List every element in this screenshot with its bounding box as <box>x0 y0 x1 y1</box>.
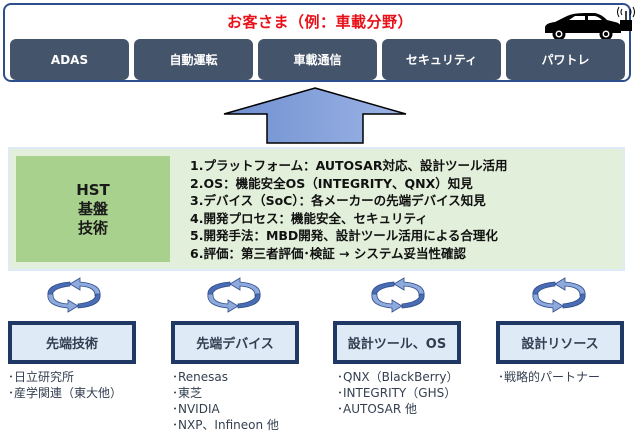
up-arrow-icon <box>223 87 407 144</box>
circular-arrows-icon <box>532 277 586 313</box>
domain-button-vehicle-communication[interactable]: 車載通信 <box>258 39 377 80</box>
circular-arrows-icon <box>207 277 261 313</box>
resource-item: ･産学関連（東大他） <box>8 386 123 400</box>
resource-box-advanced-devices: 先端デバイス <box>171 321 299 364</box>
hst-item: 1.プラットフォーム：AUTOSAR対応、設計ツール活用 <box>190 158 508 173</box>
hst-item: 2.OS：機能安全OS（INTEGRITY、QNX）知見 <box>190 175 473 191</box>
hst-label-line: 技術 <box>77 218 108 237</box>
circular-arrows-icon <box>47 277 101 313</box>
resource-item: ･INTEGRITY（GHS） <box>337 386 457 400</box>
car-with-antenna-icon <box>545 6 635 41</box>
domain-label: ADAS <box>50 52 89 67</box>
resource-item: ･東芝 <box>172 386 203 400</box>
domain-button-adas[interactable]: ADAS <box>10 39 129 80</box>
customer-title: お客さま（例：車載分野） <box>226 13 413 31</box>
resource-title: 設計リソース <box>521 337 599 352</box>
domain-label: 自動運転 <box>169 53 218 67</box>
domain-label: セキュリティ <box>405 53 478 67</box>
hst-item: 5.開発手法：MBD開発、設計ツール活用による合理化 <box>190 228 498 243</box>
resource-item: ･日立研究所 <box>8 370 75 384</box>
resource-item: ･AUTOSAR 他 <box>337 402 417 416</box>
domain-label: 車載通信 <box>293 53 342 67</box>
resource-list-design-resources: ･戦略的パートナー <box>498 369 600 385</box>
resource-box-design-resources: 設計リソース <box>496 321 624 364</box>
resource-list-advanced-technology: ･日立研究所 ･産学関連（東大他） <box>8 369 122 401</box>
hst-capability-list: 1.プラットフォーム：AUTOSAR対応、設計ツール活用 2.OS：機能安全OS… <box>190 157 507 262</box>
domain-button-powertrain[interactable]: パワトレ <box>506 39 625 80</box>
domain-button-autonomous-driving[interactable]: 自動運転 <box>134 39 253 80</box>
resource-item: ･NXP、Infineon 他 <box>172 418 279 432</box>
resource-item: ･戦略的パートナー <box>498 370 601 384</box>
resource-list-advanced-devices: ･Renesas ･東芝 ･NVIDIA ･NXP、Infineon 他 <box>172 369 279 433</box>
resource-list-design-tools-os: ･QNX（BlackBerry） ･INTEGRITY（GHS） ･AUTOSA… <box>337 369 458 417</box>
resource-box-design-tools-os: 設計ツール、OS <box>333 321 461 364</box>
hst-item: 3.デバイス（SoC）：各メーカーの先端デバイス知見 <box>190 193 486 208</box>
resource-item: ･NVIDIA <box>172 402 220 416</box>
hst-item: 6.評価：第三者評価･検証 → システム妥当性確認 <box>190 245 466 261</box>
hst-label-line: HST <box>76 180 110 199</box>
domain-button-security[interactable]: セキュリティ <box>382 39 501 80</box>
resource-item: ･Renesas <box>172 370 229 384</box>
domain-label: パワトレ <box>541 53 590 67</box>
resource-item: ･QNX（BlackBerry） <box>337 370 459 384</box>
hst-item: 4.開発プロセス：機能安全、セキュリティ <box>190 210 428 226</box>
resource-title: 先端技術 <box>45 337 98 352</box>
circular-arrows-icon <box>371 277 425 313</box>
resource-title: 先端デバイス <box>196 337 274 352</box>
hst-foundation-label: HST 基盤 技術 <box>16 156 170 262</box>
resource-title: 設計ツール、OS <box>347 337 447 352</box>
resource-box-advanced-technology: 先端技術 <box>8 321 136 364</box>
hst-label-line: 基盤 <box>77 199 108 218</box>
